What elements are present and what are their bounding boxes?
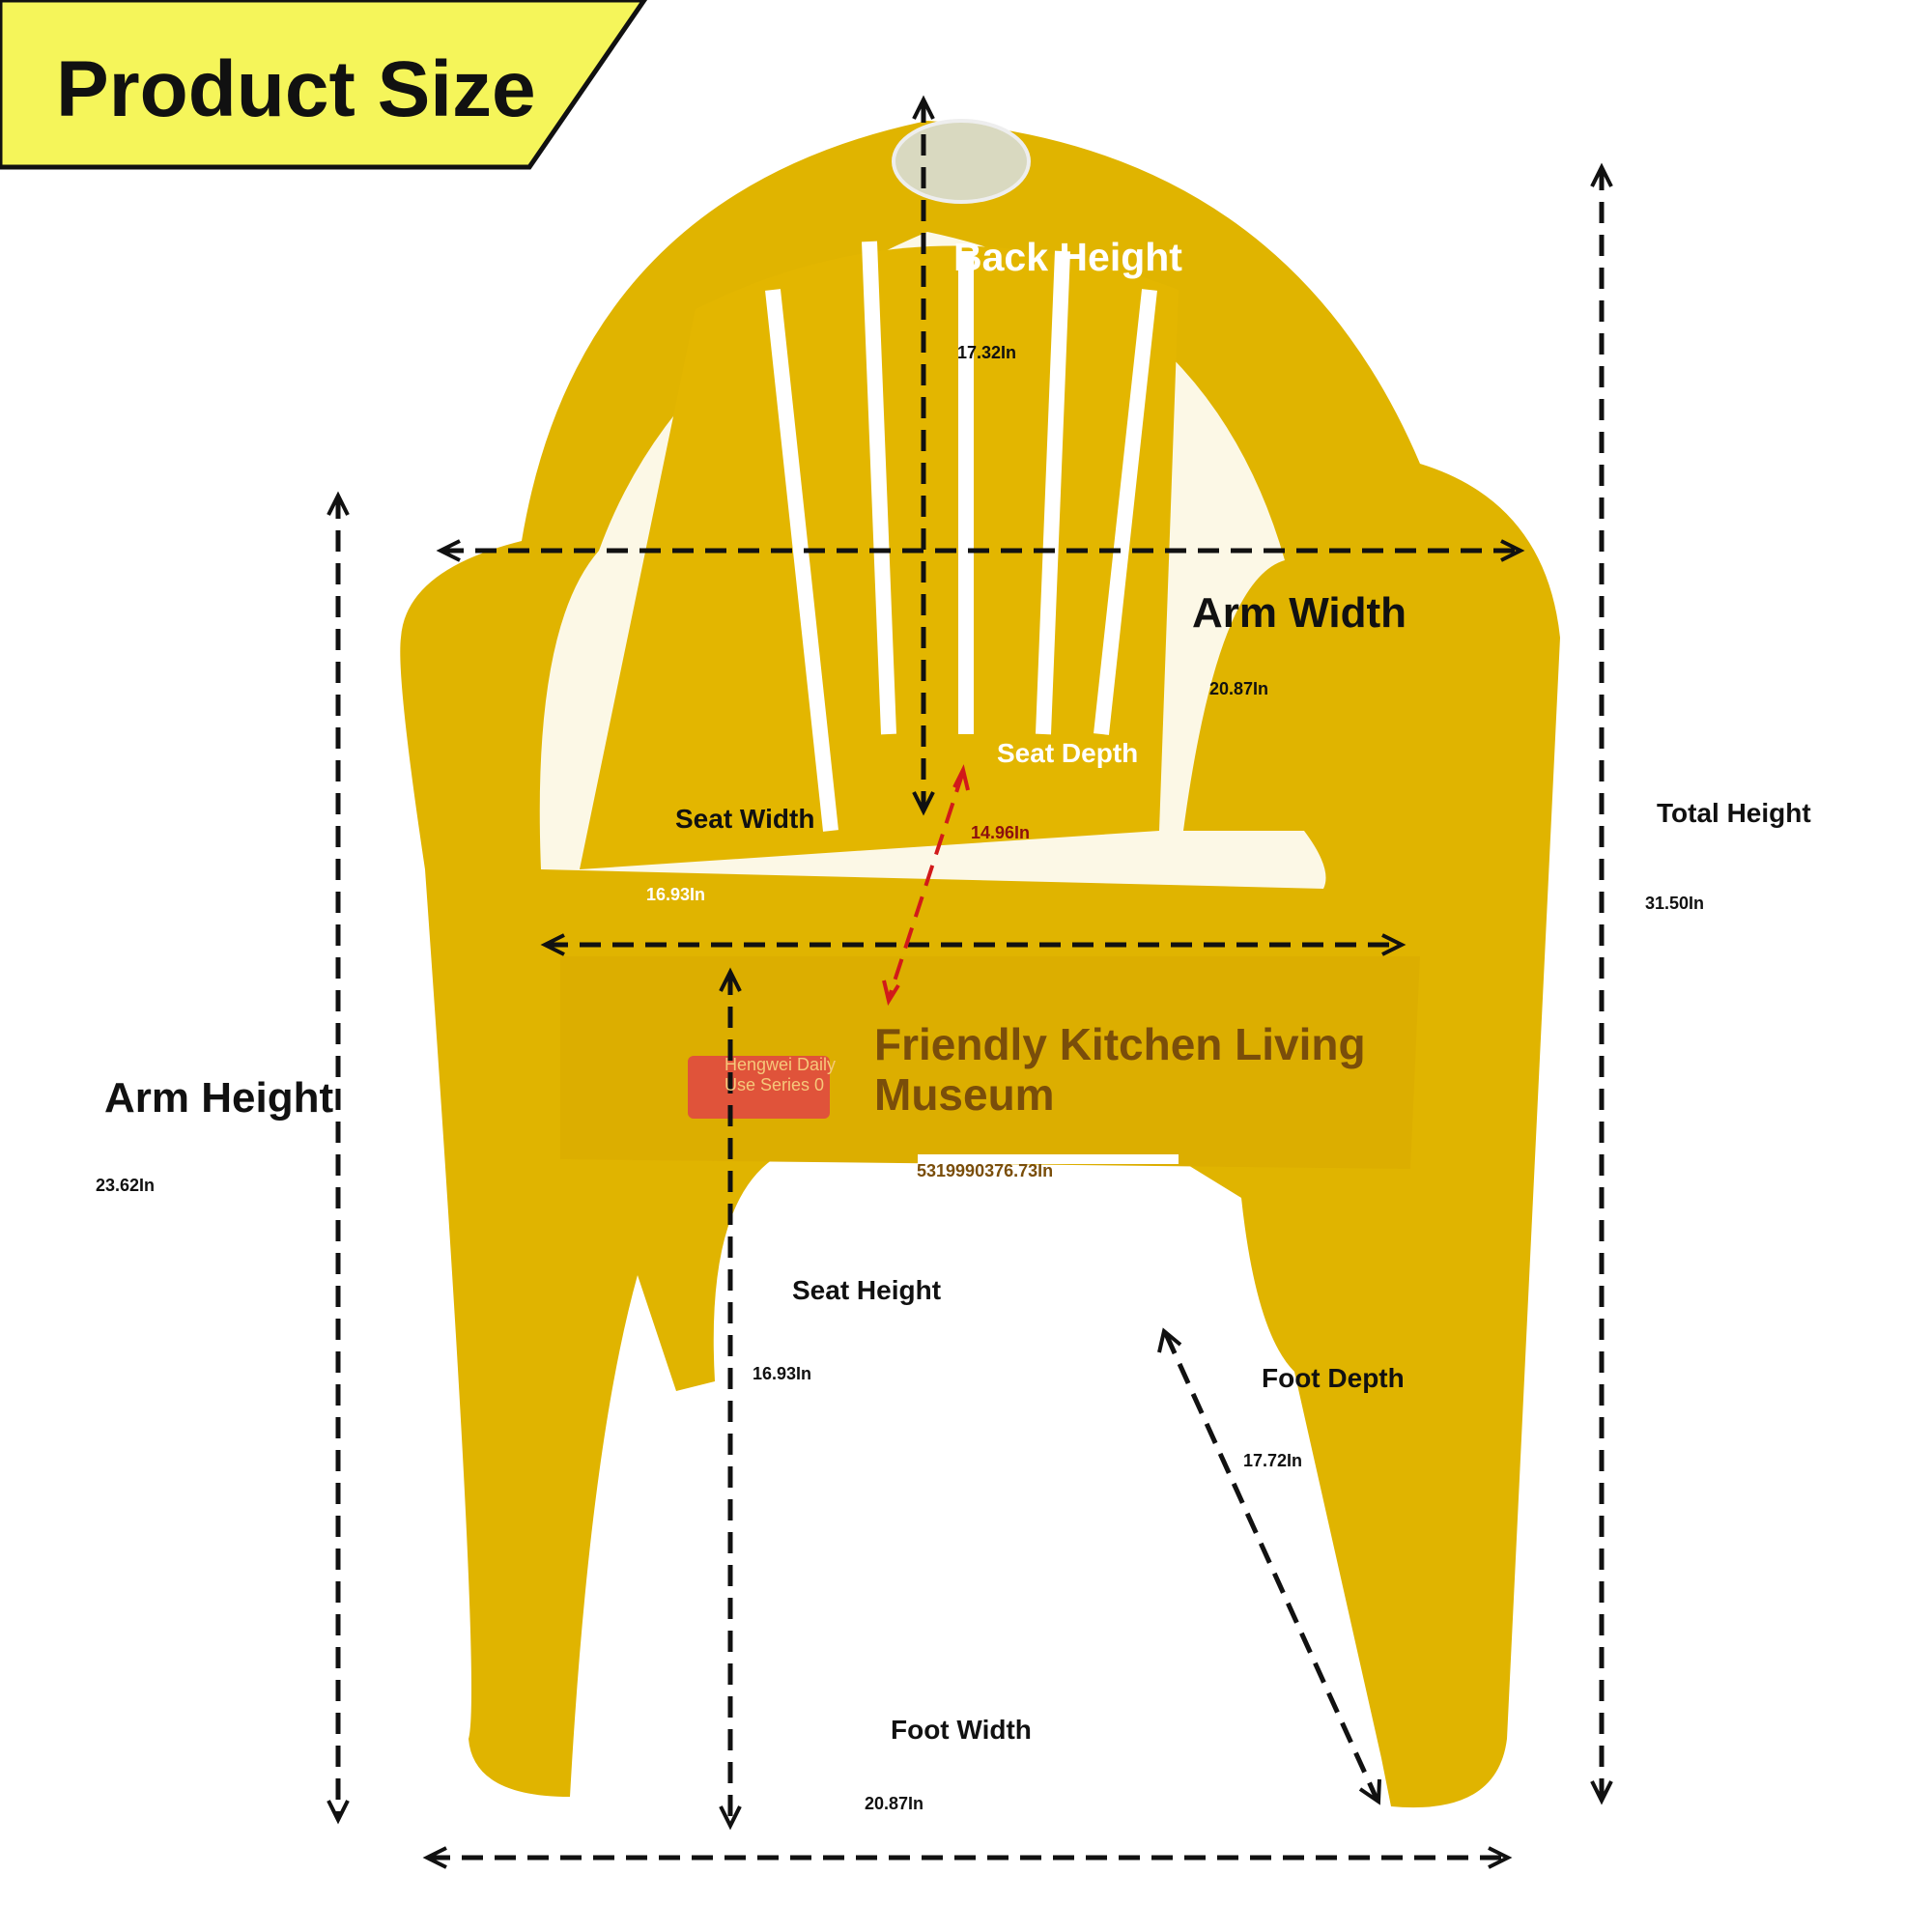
arrow-heads <box>327 95 1613 1869</box>
total-height-label: Total Height <box>1657 798 1811 828</box>
seat-depth-value: 14.96In <box>971 823 1031 842</box>
sticker-line-1: Hengwei Daily <box>724 1055 837 1074</box>
seat-depth-arrow <box>887 771 965 1000</box>
foot-width-label: Foot Width <box>891 1715 1032 1745</box>
total-height-value: 31.50In <box>1645 894 1705 913</box>
arm-height-label: Arm Height <box>104 1074 334 1122</box>
foot-depth-arrow <box>1163 1332 1379 1801</box>
page-title: Product Size <box>56 45 536 133</box>
back-height-label: Back Height <box>953 235 1182 279</box>
seat-height-value: 16.93In <box>753 1364 812 1383</box>
sticker-line-2: Use Series 0 <box>724 1075 825 1094</box>
brand-code: 5319990376.73In <box>917 1161 1054 1180</box>
arm-width-value: 20.87In <box>1209 679 1269 698</box>
seat-depth-label: Seat Depth <box>997 738 1139 768</box>
arm-width-label: Arm Width <box>1192 589 1407 637</box>
sticker-text: Hengwei Daily Use Series 0 <box>724 1055 836 1095</box>
foot-width-value: 20.87In <box>865 1794 924 1813</box>
arm-height-value: 23.62In <box>96 1176 156 1195</box>
foot-depth-value: 17.72In <box>1243 1451 1303 1470</box>
back-height-value: 17.32In <box>957 343 1017 362</box>
brand-name: Friendly Kitchen Living Museum <box>874 1019 1366 1120</box>
brand-line-1: Friendly Kitchen Living <box>874 1019 1366 1069</box>
brand-line-2: Museum <box>874 1069 1055 1120</box>
seat-width-value: 16.93In <box>646 885 706 904</box>
title-banner <box>0 0 648 170</box>
foot-depth-label: Foot Depth <box>1262 1363 1405 1393</box>
chair-image <box>400 121 1561 1808</box>
brand-sticker-oval <box>892 119 1031 204</box>
hengwei-sticker <box>688 1056 830 1119</box>
seat-height-label: Seat Height <box>792 1275 942 1305</box>
seat-width-label: Seat Width <box>675 804 815 834</box>
